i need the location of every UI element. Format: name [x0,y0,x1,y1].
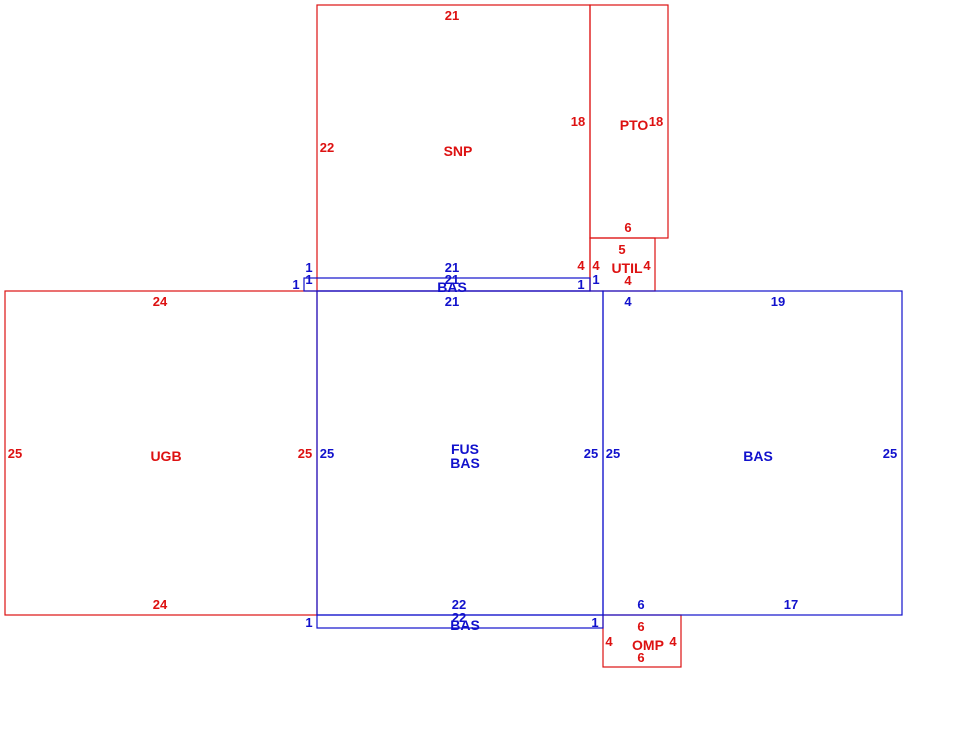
bas-strip-bottom-right-dimension: 1 [591,615,598,630]
ugb-left-dimension: 25 [8,446,22,461]
util-top-dimension: 5 [618,242,625,257]
bas-strip-top-label: BAS [437,279,467,295]
bas-right-left-dimension: 25 [606,446,620,461]
util-area-label: UTIL [611,260,643,276]
bas-strip-left-dimension-b: 1 [305,272,312,287]
snp-top-dimension: 21 [445,8,459,23]
ugb-top-dimension: 24 [153,294,168,309]
fus-area-label: FUS [451,441,479,457]
bas-strip-left-dimension-c: 1 [292,277,299,292]
bas-strip-right-dimension-b: 1 [592,272,599,287]
bas-strip-top-dimension: 21 [445,272,459,287]
bas-right-area-label: BAS [743,448,773,464]
fus-right-dimension: 25 [584,446,598,461]
ugb-bottom-dimension: 24 [153,597,168,612]
bas-strip-bottom-left-dimension: 1 [305,615,312,630]
ugb-right-dimension: 25 [298,446,312,461]
snp-area-label: SNP [444,143,473,159]
bas-strip-right-dimension-a: 1 [577,277,584,292]
snp-bottom-dimension: 21 [445,260,459,275]
fus-bottom-dimension-a: 22 [452,597,466,612]
omp-top-dimension: 6 [637,619,644,634]
bas-right-top-dimension-b: 19 [771,294,785,309]
fus-bottom-dimension-b: 22 [452,610,466,625]
snp-left-dimension: 22 [320,140,334,155]
snp-right-dimension: 18 [571,114,585,129]
omp-right-dimension: 4 [669,634,677,649]
bas-right-top-dimension-a: 4 [624,294,632,309]
bas-strip-bottom-outline [316,614,604,629]
fus-left-dimension: 25 [320,446,334,461]
bas-right-right-dimension: 25 [883,446,897,461]
omp-bottom-dimension: 6 [637,650,644,665]
util-left-dimension: 4 [592,258,600,273]
fus-top-dimension: 21 [445,294,459,309]
bas-right-bottom-dimension-a: 6 [637,597,644,612]
ugb-area-label: UGB [150,448,181,464]
pto-right-dimension: 18 [649,114,663,129]
bas-right-bottom-dimension-b: 17 [784,597,798,612]
pto-bottom-dimension: 6 [624,220,631,235]
util-bottom-dimension: 4 [624,273,632,288]
omp-area-label: OMP [632,637,664,653]
bas-strip-left-dimension-a: 1 [305,260,312,275]
omp-left-dimension: 4 [605,634,613,649]
bas-strip-bottom-label: BAS [450,617,480,633]
util-right-dimension: 4 [643,258,651,273]
bas-right-area-outline [602,290,903,616]
snp-util-side-dimension: 4 [577,258,585,273]
fus-bas-area-label: BAS [450,455,480,471]
pto-area-label: PTO [620,117,649,133]
